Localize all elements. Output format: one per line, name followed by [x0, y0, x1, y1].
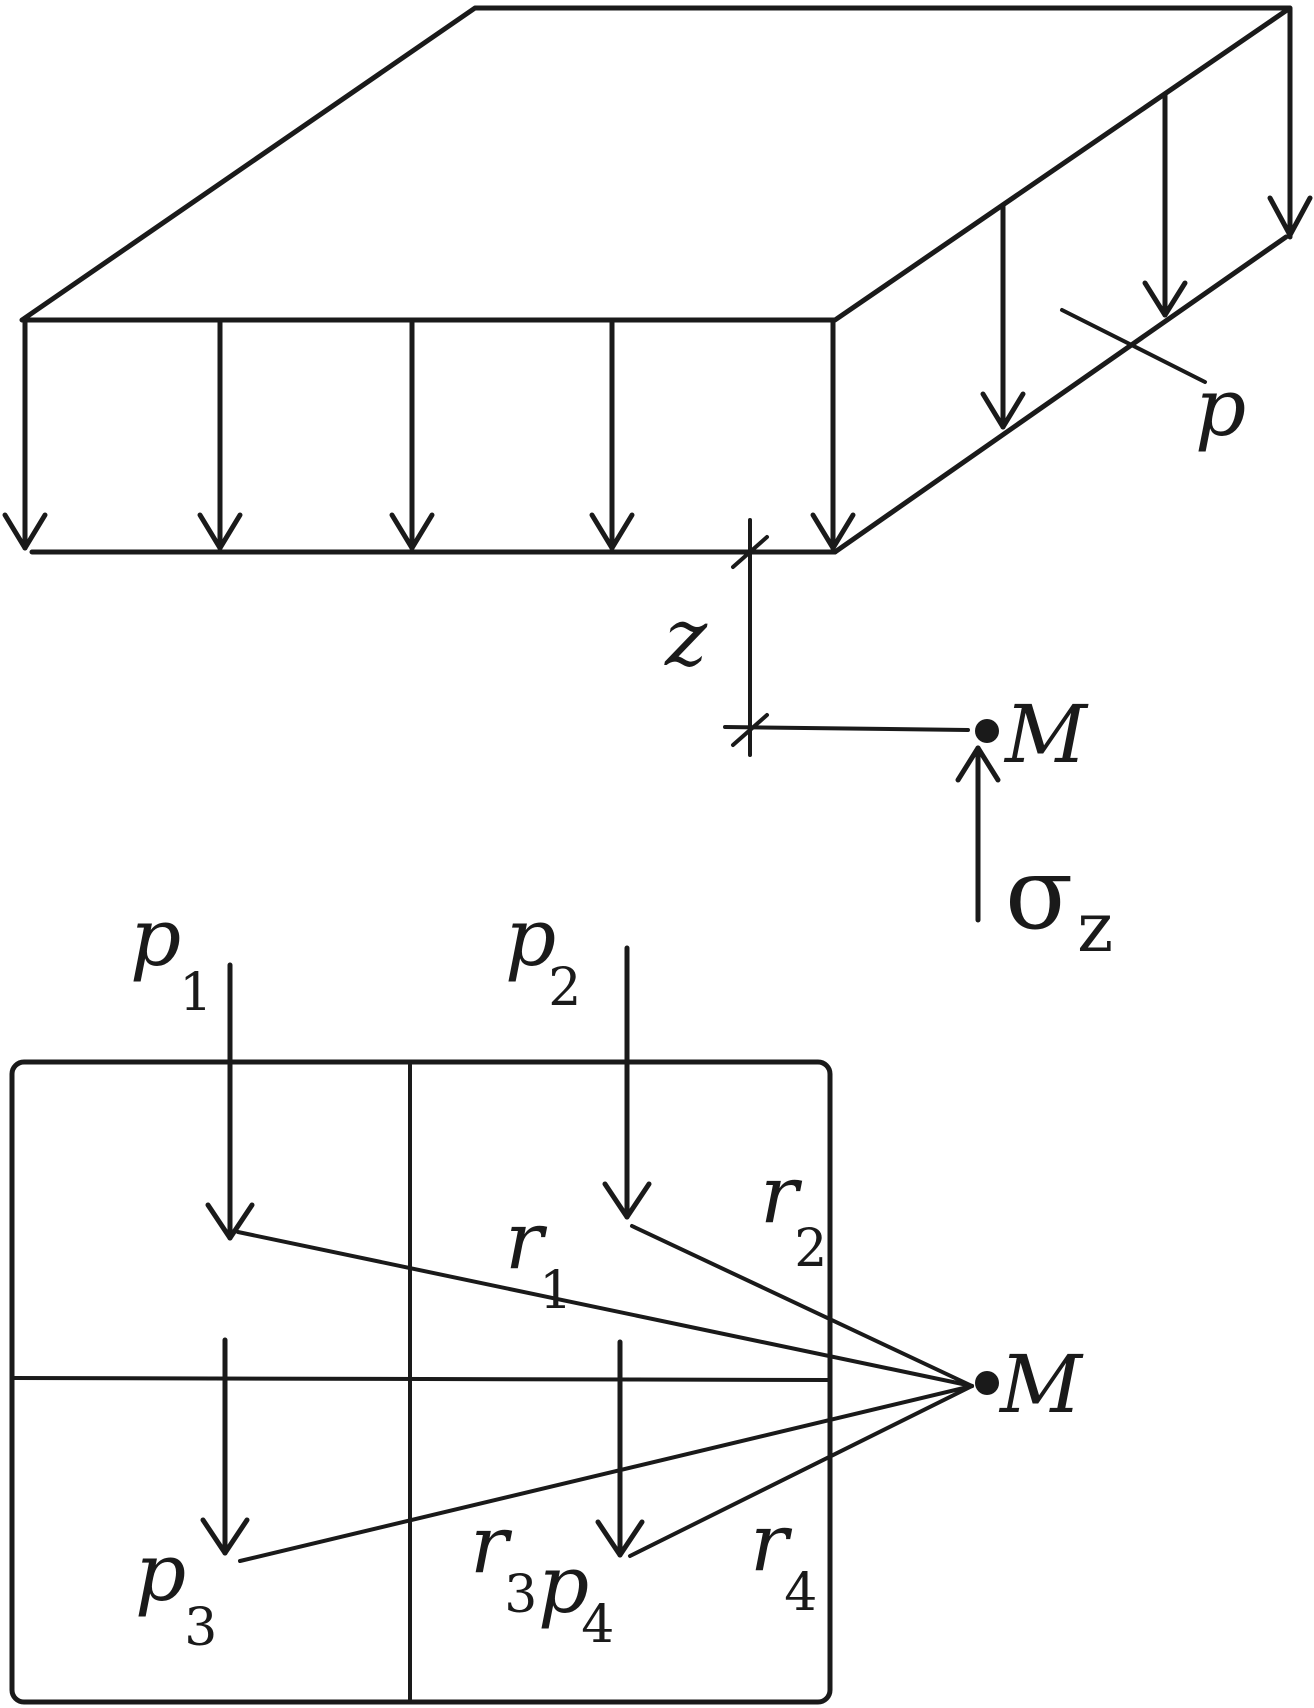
label-sigma-z: σ z — [1005, 835, 1113, 968]
point-M-top — [975, 719, 999, 743]
p-leader-line — [1060, 308, 1207, 384]
front-load-arrows — [2, 319, 856, 551]
ray-r1 — [236, 1230, 974, 1388]
label-z: z — [664, 591, 708, 684]
ray-r2 — [630, 1224, 974, 1388]
sigma-z-arrow — [955, 745, 1001, 923]
label-M-bottom: M — [998, 1338, 1084, 1431]
load-arrow-p2 — [602, 945, 652, 1220]
area-grid-outline — [9, 1059, 833, 1705]
label-p: p — [1195, 361, 1246, 454]
slab-top-face — [19, 5, 1293, 323]
ray-r3 — [238, 1384, 974, 1563]
sigma-symbol: σ — [1005, 835, 1073, 952]
load-arrow-p3 — [200, 1337, 250, 1556]
depth-dimension — [723, 518, 970, 757]
side-load-arrows — [980, 92, 1313, 430]
slab-side-edge — [832, 234, 1289, 555]
sigma-subscript: z — [1077, 889, 1113, 968]
load-arrow-p1 — [205, 962, 255, 1241]
label-p4: p4 — [538, 1538, 614, 1655]
loaded-slab-figure: p z M σ z — [2, 5, 1313, 968]
label-M-top: M — [1003, 688, 1089, 781]
load-arrow-p4 — [595, 1339, 645, 1558]
point-M-bottom — [975, 1371, 999, 1395]
grid-divider-horizontal — [12, 1376, 830, 1382]
ray-r4 — [628, 1384, 974, 1558]
